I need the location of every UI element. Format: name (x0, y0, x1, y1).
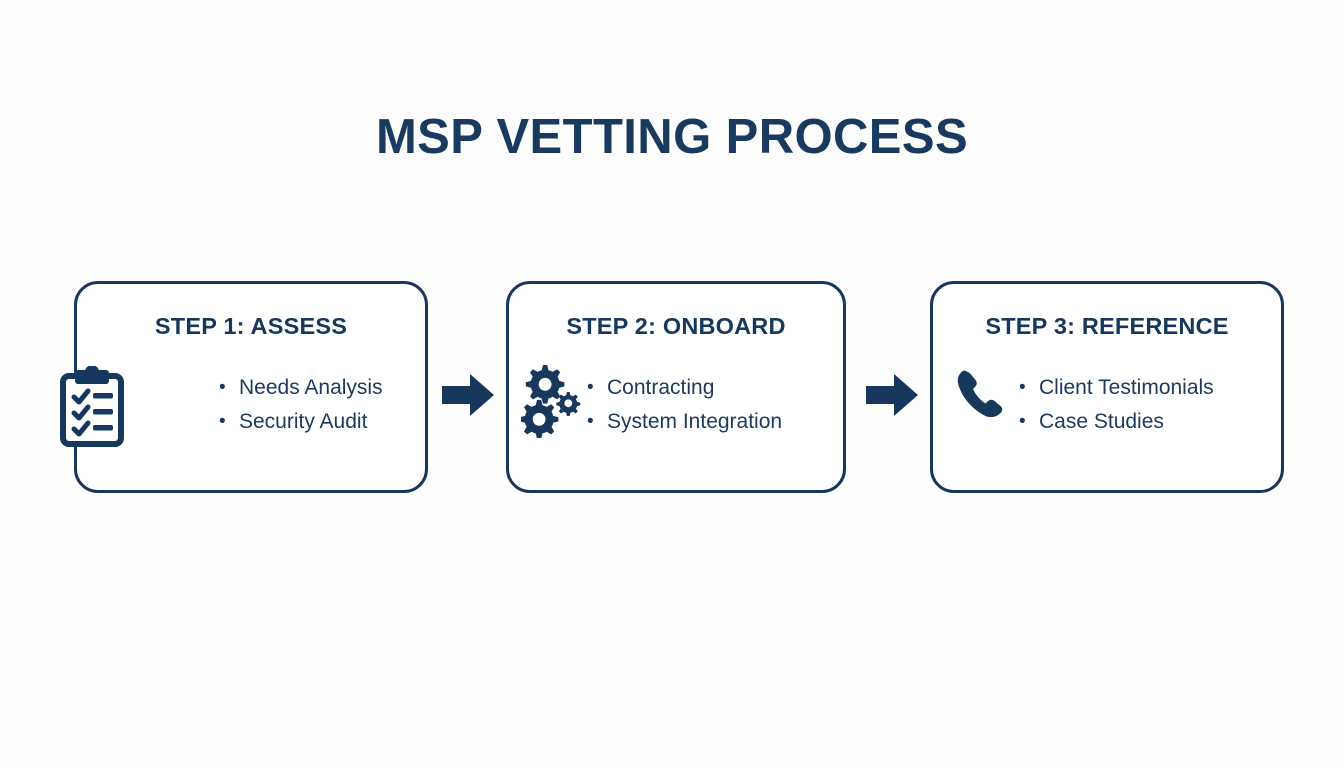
step-3-heading: STEP 3: REFERENCE (985, 313, 1229, 339)
step-card-3: STEP 3: REFERENCE Client Testimonials Ca… (930, 281, 1284, 493)
gears-icon (519, 362, 585, 443)
list-item: Contracting (587, 371, 782, 405)
step-card-1: STEP 1: ASSESS Needs Analysi (60, 281, 428, 493)
arrow-right-icon-2 (864, 371, 920, 424)
list-item: System Integration (587, 405, 782, 439)
arrow-right-icon-1 (440, 371, 496, 424)
step-1-heading: STEP 1: ASSESS (154, 313, 348, 339)
phone-handset-icon (953, 366, 1015, 433)
step-2-bullet-list: Contracting System Integration (587, 371, 782, 439)
page-title: MSP VETTING PROCESS (375, 110, 969, 164)
step-3-bullet-list: Client Testimonials Case Studies (1019, 371, 1214, 439)
step-2-heading: STEP 2: ONBOARD (566, 313, 786, 339)
step-1-bullet-list: Needs Analysis Security Audit (219, 371, 383, 439)
list-item: Case Studies (1019, 405, 1214, 439)
step-card-2: STEP 2: ONBOARD Contracting System Int (506, 281, 846, 493)
list-item: Security Audit (219, 405, 383, 439)
list-item: Needs Analysis (219, 371, 383, 405)
clipboard-checklist-icon (55, 365, 131, 457)
list-item: Client Testimonials (1019, 371, 1214, 405)
